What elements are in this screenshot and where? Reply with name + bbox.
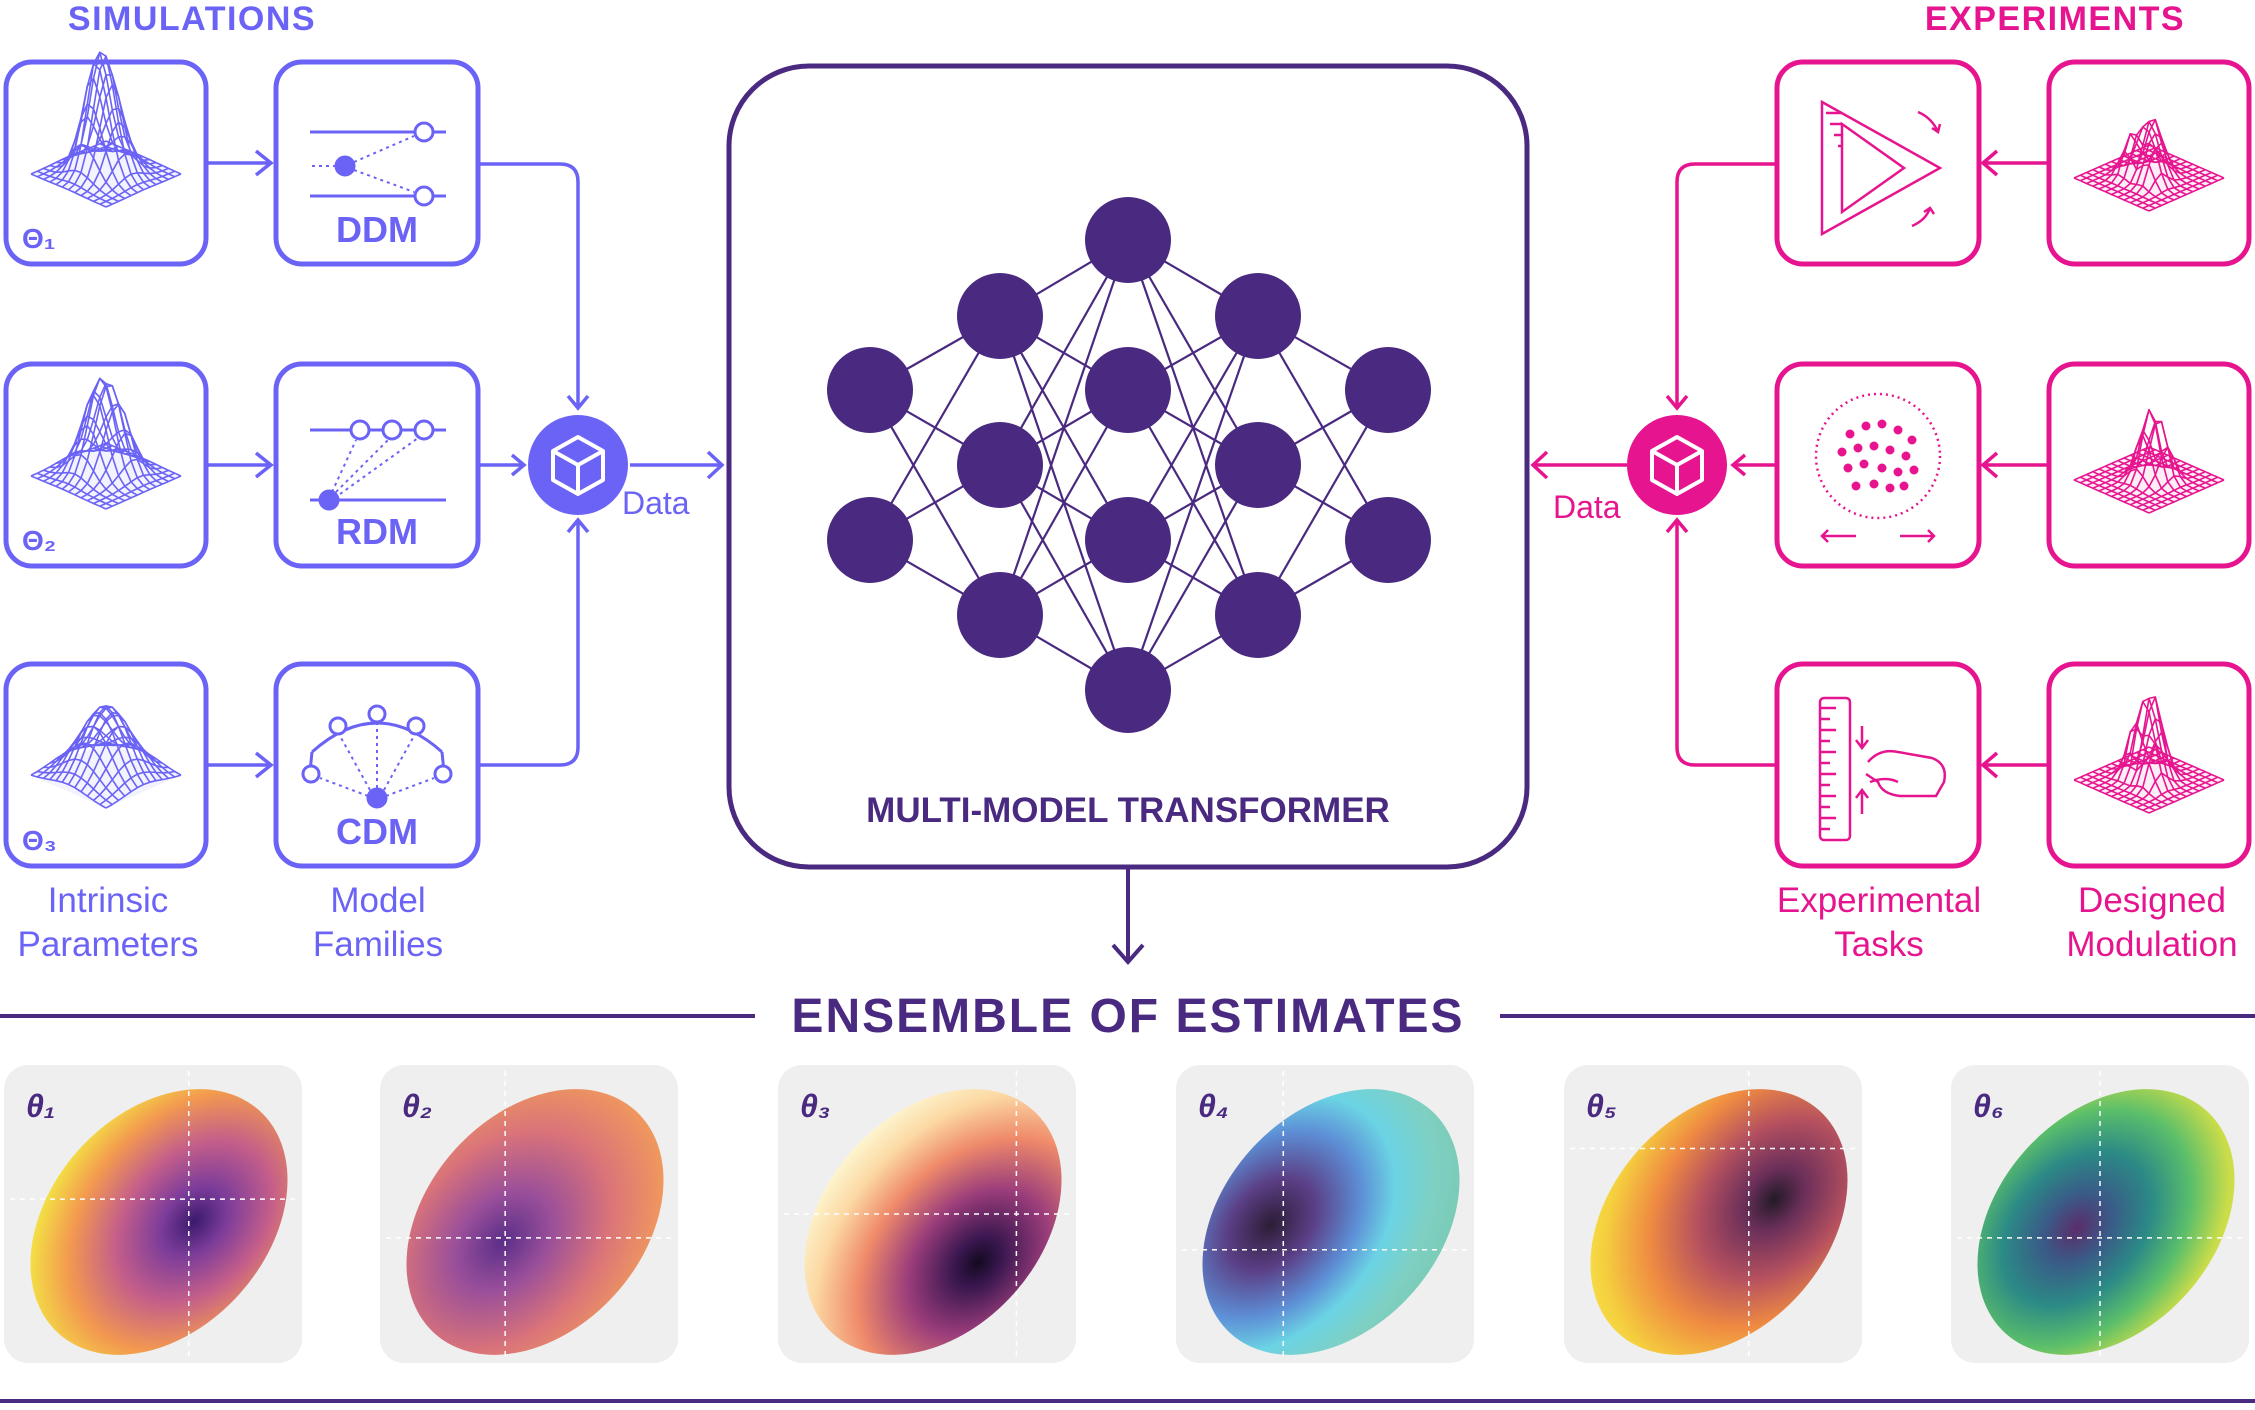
penrose-triangle-icon	[1820, 99, 1943, 237]
surface-plot-icon	[30, 705, 182, 809]
estimate-label: θ₃	[800, 1088, 830, 1124]
network-node-5-1	[1345, 347, 1431, 433]
caption-designed-modulation-1: Designed	[2078, 881, 2226, 920]
simulation-data-hub	[528, 415, 628, 515]
neural-network-icon	[827, 197, 1431, 733]
parameter-label: Θ₁	[22, 223, 55, 254]
posterior-density	[406, 1089, 664, 1355]
posterior-density	[1977, 1089, 2235, 1355]
simulation-row-2: Θ₂ RDM	[3, 361, 481, 569]
network-node-3-3	[1085, 497, 1171, 583]
experiment-rows	[1774, 59, 2252, 869]
estimate-panel-4: θ₄	[1176, 1065, 1474, 1363]
ruler-grip-icon	[1818, 696, 1946, 842]
transformer-title: MULTI-MODEL TRANSFORMER	[866, 791, 1390, 830]
surface-plot-icon	[30, 51, 182, 208]
network-node-2-3	[957, 572, 1043, 658]
simulation-row-3: Θ₃ CDM	[3, 661, 481, 869]
experiment-row-3	[1774, 661, 2252, 869]
simulations-header: SIMULATIONS	[68, 0, 316, 38]
task-box	[1774, 361, 1982, 569]
ddm-diagram-icon	[310, 121, 446, 207]
network-node-4-2	[1215, 422, 1301, 508]
model-label: DDM	[336, 209, 418, 250]
arrow	[206, 451, 274, 479]
network-node-3-2	[1085, 347, 1171, 433]
cube-icon	[1650, 435, 1704, 496]
experiment-data-label: Data	[1553, 489, 1621, 525]
ensemble-title: ENSEMBLE OF ESTIMATES	[791, 990, 1464, 1043]
surface-plot-icon	[2073, 408, 2225, 514]
caption-model-families-2: Families	[313, 925, 443, 964]
estimate-panel-2: θ₂	[380, 1065, 678, 1363]
task-box	[1774, 59, 1982, 267]
simulation-rows: Θ₁ DDM Θ₂ RDM Θ₃ CDM	[3, 51, 481, 869]
caption-model-families-1: Model	[330, 881, 425, 920]
cdm-diagram-icon	[301, 704, 453, 809]
network-node-3-1	[1085, 197, 1171, 283]
parameter-label: Θ₃	[22, 825, 57, 856]
experiment-connectors	[1530, 162, 1777, 767]
network-node-2-1	[957, 273, 1043, 359]
parameter-label: Θ₂	[22, 525, 56, 556]
caption-experimental-tasks-1: Experimental	[1777, 881, 1981, 920]
estimate-label: θ₆	[1973, 1088, 2004, 1124]
arrow	[206, 149, 274, 177]
caption-experimental-tasks-2: Tasks	[1834, 925, 1923, 964]
experiment-data-hub	[1627, 415, 1727, 515]
network-node-3-4	[1085, 647, 1171, 733]
experiment-row-2	[1774, 361, 2252, 569]
posterior-density	[1202, 1089, 1460, 1355]
arrow	[1980, 751, 2049, 779]
model-label: CDM	[336, 811, 418, 852]
surface-plot-icon	[30, 377, 182, 510]
dot-motion-icon	[1814, 392, 1942, 543]
transformer-output-arrow	[1111, 869, 1145, 966]
caption-intrinsic-parameters-1: Intrinsic	[48, 881, 169, 920]
experiments-header: EXPERIMENTS	[1925, 0, 2185, 38]
estimate-panel-3: θ₃	[778, 1065, 1076, 1363]
network-node-1-1	[827, 347, 913, 433]
estimate-panel-5: θ₅	[1564, 1065, 1862, 1363]
model-label: RDM	[336, 511, 418, 552]
arrow	[1980, 149, 2049, 177]
simulation-row-1: Θ₁ DDM	[3, 51, 481, 267]
network-node-2-2	[957, 422, 1043, 508]
surface-plot-icon	[2073, 118, 2225, 212]
posterior-density	[804, 1089, 1062, 1355]
estimate-panel-1: θ₁	[4, 1065, 302, 1363]
caption-intrinsic-parameters-2: Parameters	[18, 925, 199, 964]
estimate-label: θ₅	[1586, 1088, 1616, 1124]
transformer-box	[726, 63, 1530, 870]
simulation-connectors	[478, 162, 725, 767]
task-box	[1774, 661, 1982, 869]
posterior-density	[30, 1089, 288, 1355]
estimate-panel-6: θ₆	[1951, 1065, 2249, 1363]
posterior-density	[1590, 1089, 1848, 1355]
network-node-1-2	[827, 497, 913, 583]
arrow	[1980, 451, 2049, 479]
network-node-4-3	[1215, 572, 1301, 658]
arrow	[206, 751, 274, 779]
estimate-label: θ₁	[26, 1088, 55, 1124]
network-node-5-2	[1345, 497, 1431, 583]
experiment-row-1	[1774, 59, 2252, 267]
simulation-data-label: Data	[622, 485, 690, 521]
surface-plot-icon	[2073, 696, 2225, 814]
network-node-4-1	[1215, 273, 1301, 359]
rdm-diagram-icon	[310, 419, 446, 511]
estimate-panels: θ₁ θ₂ θ₃ θ₄ θ₅ θ₆	[4, 1065, 2249, 1363]
estimate-label: θ₂	[402, 1088, 432, 1124]
cube-icon	[551, 435, 605, 496]
estimate-label: θ₄	[1198, 1088, 1229, 1124]
caption-designed-modulation-2: Modulation	[2066, 925, 2237, 964]
